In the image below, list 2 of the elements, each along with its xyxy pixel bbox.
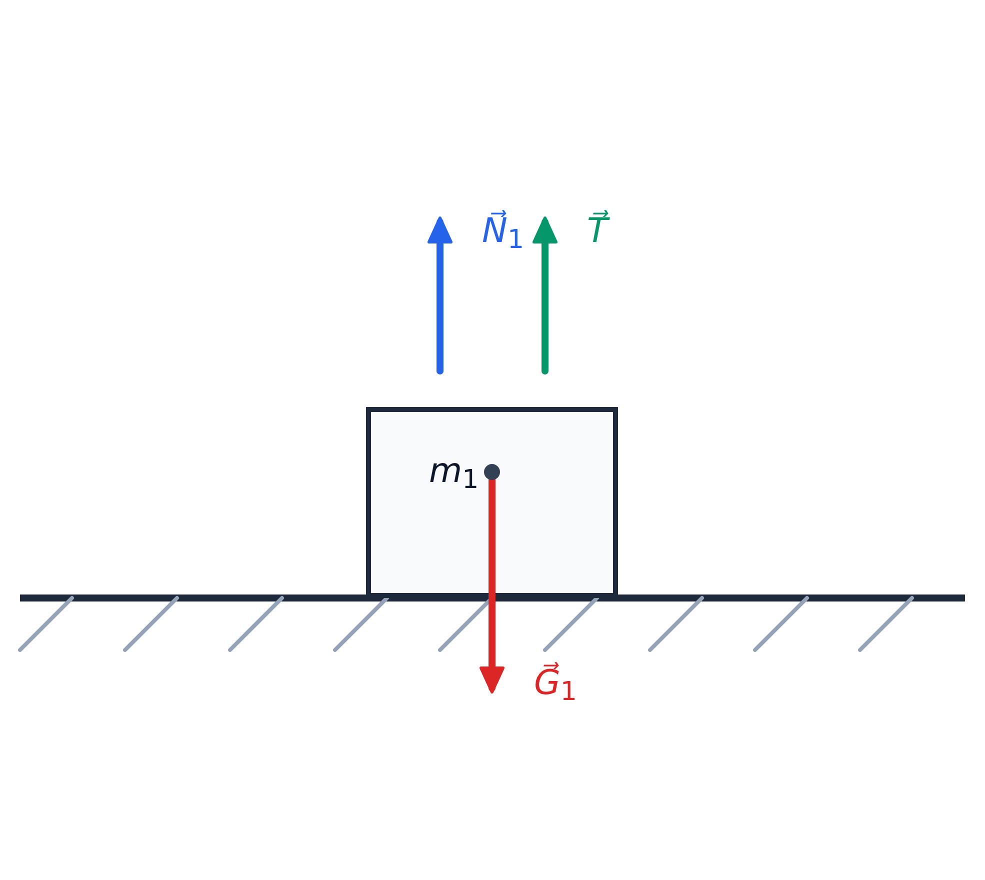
mass-block (366, 407, 618, 598)
mass-label: m$_{1}$ (429, 454, 479, 493)
